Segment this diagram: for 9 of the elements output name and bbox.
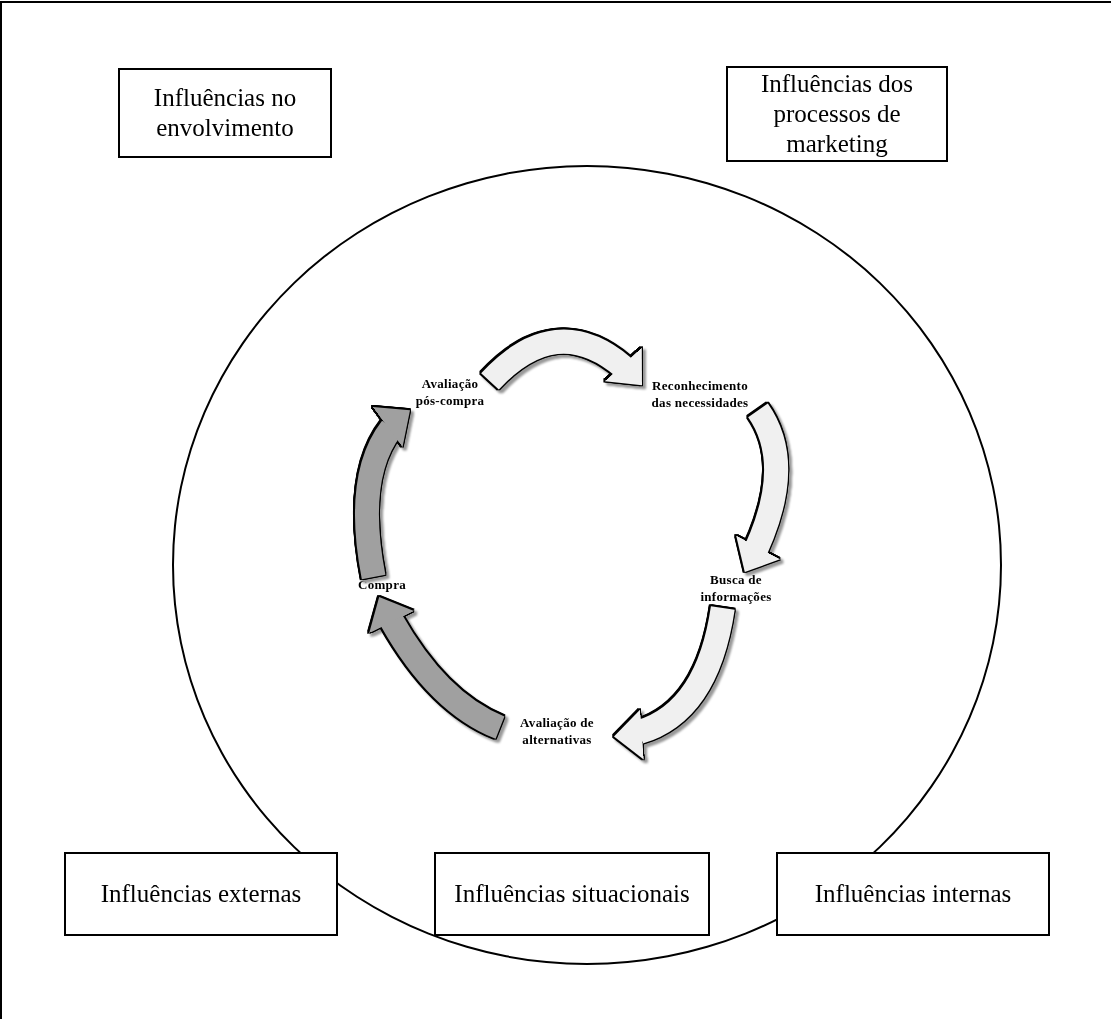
influence-box: Influências externas — [64, 852, 338, 936]
stage-label: Compra — [354, 577, 410, 597]
stage-label: Busca de informações — [692, 572, 780, 608]
influence-box: Influências dos processos de marketing — [726, 66, 948, 162]
stage-label: Avaliação pós-compra — [410, 376, 490, 412]
stage-label: Reconhecimento das necessidades — [642, 378, 758, 414]
influence-box: Influências internas — [776, 852, 1050, 936]
influence-box: Influências no envolvimento — [118, 68, 332, 158]
stage-label: Avaliação de alternativas — [500, 715, 614, 751]
